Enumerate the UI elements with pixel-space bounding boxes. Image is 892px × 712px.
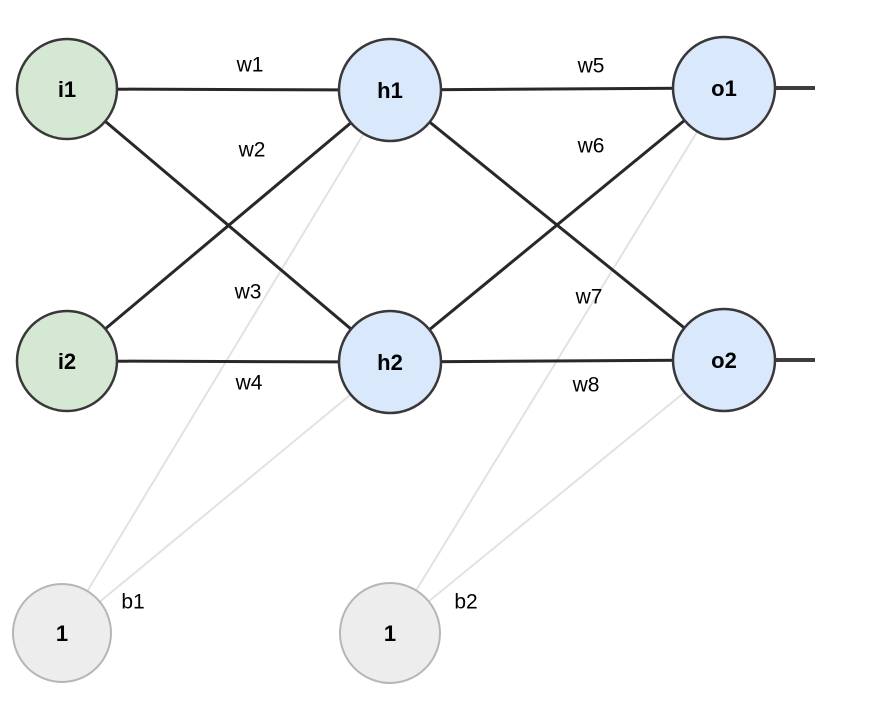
edge-h1-o1-w5 [389,86,725,92]
weight-label-w6: w6 [577,135,605,158]
node-h2-label: h2 [377,350,403,375]
weight-label-w5: w5 [577,55,605,78]
weight-label-w2: w2 [238,139,266,162]
node-b2-label: 1 [384,621,396,646]
node-o2-circle [671,307,777,413]
node-i2-label: i2 [58,349,76,374]
bias-edge-b1-h2 [61,361,391,634]
node-o1-label: o1 [711,76,737,101]
node-i2-circle [15,309,119,413]
node-b1-label: 1 [56,621,68,646]
node-i1-label: i1 [58,77,76,102]
edge-i1-h1-w1 [66,87,391,92]
node-b1-circle [12,583,112,683]
bias-edge-b2-o2 [389,359,725,634]
edge-i1-h2-w3 [66,87,391,364]
node-h1-label: h1 [377,78,403,103]
bias-label-b2: b2 [454,591,477,614]
edge-h2-o2-w8 [389,358,725,364]
weight-label-w8: w8 [572,374,600,397]
bias-label-b1: b1 [121,591,144,614]
weight-label-w7: w7 [575,286,603,309]
weight-label-w1: w1 [236,54,264,77]
node-h1-circle [337,37,443,143]
weight-label-w3: w3 [234,281,262,304]
node-i1-circle [15,37,119,141]
node-h2-circle [337,309,443,415]
edge-i2-h2-w4 [66,359,391,364]
node-b2-circle [339,582,441,684]
weight-label-w4: w4 [235,372,263,395]
edge-h1-o2-w7 [389,88,725,362]
node-o1-circle [671,35,777,141]
node-o2-label: o2 [711,348,737,373]
